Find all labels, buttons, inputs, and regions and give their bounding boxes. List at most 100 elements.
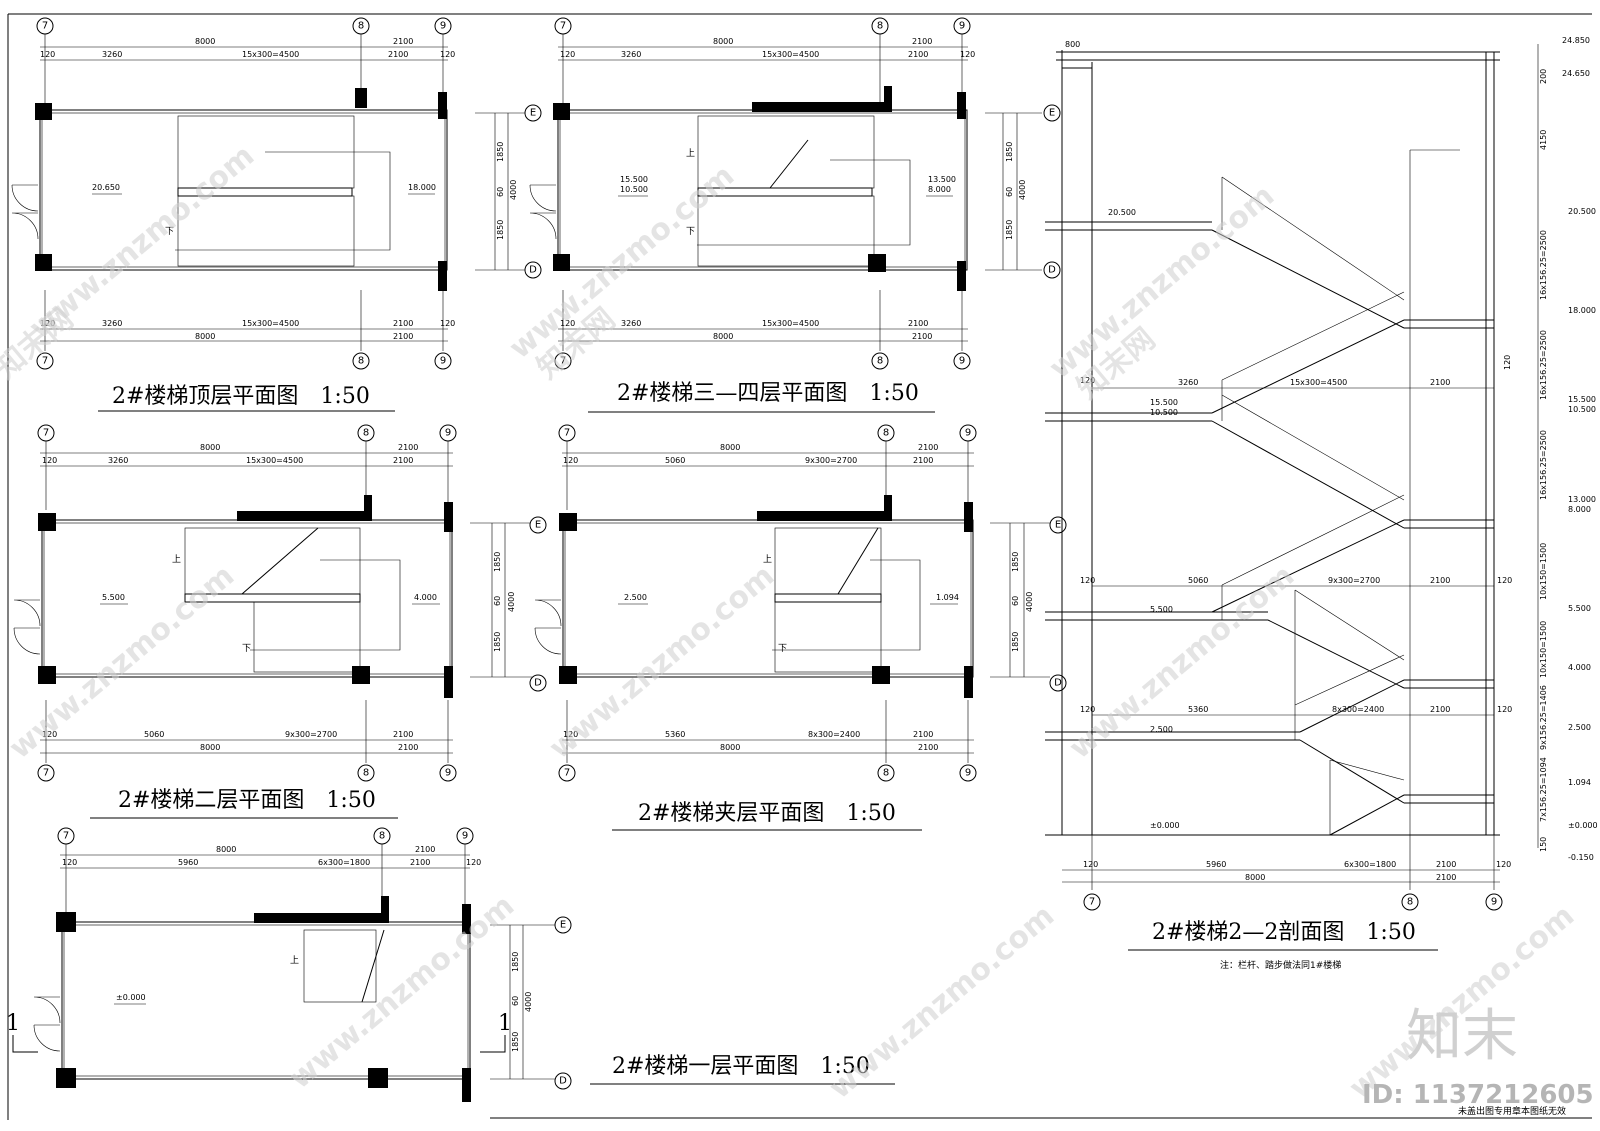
svg-text:7: 7 [42,356,48,367]
svg-text:E: E [1055,520,1061,531]
svg-text:120: 120 [1080,705,1095,714]
svg-text:±0.000: ±0.000 [116,993,146,1002]
svg-text:8000: 8000 [713,332,733,341]
svg-text:2100: 2100 [1430,576,1450,585]
svg-text:7: 7 [564,768,570,779]
svg-text:10.500: 10.500 [1568,405,1596,414]
svg-text:7x156.25=1094: 7x156.25=1094 [1539,757,1548,822]
svg-text:15x300=4500: 15x300=4500 [1290,378,1347,387]
svg-text:120: 120 [40,319,55,328]
svg-text:8000: 8000 [200,743,220,752]
svg-text:8: 8 [1407,897,1413,908]
svg-text:200: 200 [1539,69,1548,84]
svg-text:上: 上 [290,955,299,966]
svg-text:7: 7 [1089,897,1095,908]
plan-first-floor: 7 8 9 8000 2100 120 5960 6x300=1800 2100… [6,827,895,1102]
svg-text:20.500: 20.500 [1108,208,1136,217]
svg-text:D: D [529,265,537,276]
svg-text:4000: 4000 [1025,592,1034,612]
svg-text:上: 上 [686,148,695,159]
svg-text:4150: 4150 [1539,130,1548,150]
svg-text:1850: 1850 [493,632,502,652]
stair-flight [303,929,385,1003]
svg-text:4000: 4000 [524,992,533,1012]
svg-text:1: 1 [6,1011,20,1036]
svg-text:1850: 1850 [493,552,502,572]
svg-text:7: 7 [43,428,49,439]
svg-text:120: 120 [1497,576,1512,585]
axis-9-top: 9 [434,17,452,35]
svg-text:16x156.25=2500: 16x156.25=2500 [1539,430,1548,500]
svg-text:120: 120 [440,319,455,328]
svg-text:2100: 2100 [908,319,928,328]
svg-text:8: 8 [379,831,385,842]
stair-flight [774,527,882,673]
svg-text:下: 下 [242,644,251,654]
svg-text:2100: 2100 [913,730,933,739]
svg-text:5060: 5060 [144,730,164,739]
svg-text:9: 9 [440,356,446,367]
svg-text:9: 9 [445,768,451,779]
svg-text:9: 9 [445,428,451,439]
svg-text:3260: 3260 [108,456,128,465]
svg-text:2100: 2100 [393,332,413,341]
svg-text:1: 1 [498,1011,512,1036]
svg-text:1850: 1850 [511,1032,520,1052]
svg-text:3260: 3260 [621,319,641,328]
plan-second-floor: 7 8 9 8000 2100 120 3260 15x300=4500 210… [13,424,547,819]
svg-text:7: 7 [43,768,49,779]
watermark: www.znzmo.com www.znzmo.com www.znzmo.co… [0,138,1594,1117]
svg-text:120: 120 [440,50,455,59]
svg-text:6x300=1800: 6x300=1800 [318,858,370,867]
svg-text:5360: 5360 [1188,705,1208,714]
section-2-2: 800 20.500 15.500 10.500 5.500 2.500 ±0.… [1045,36,1598,971]
svg-text:120: 120 [1080,376,1095,385]
svg-text:3260: 3260 [102,50,122,59]
svg-text:15x300=4500: 15x300=4500 [242,319,299,328]
svg-text:8000: 8000 [200,443,220,452]
svg-text:120: 120 [563,456,578,465]
svg-text:10x150=1500: 10x150=1500 [1539,621,1548,678]
svg-text:20.500: 20.500 [1568,207,1596,216]
svg-text:24.850: 24.850 [1562,36,1590,45]
svg-text:2100: 2100 [393,319,413,328]
svg-text:18.000: 18.000 [408,183,436,192]
svg-text:1850: 1850 [1011,632,1020,652]
svg-text:16x156.25=2500: 16x156.25=2500 [1539,330,1548,400]
svg-text:8: 8 [877,21,883,32]
svg-text:5960: 5960 [1206,860,1226,869]
axis-8-top: 8 [352,17,370,35]
svg-text:15.500: 15.500 [620,175,648,184]
svg-text:60: 60 [1005,187,1014,197]
svg-text:1.094: 1.094 [936,593,959,602]
svg-text:15x300=4500: 15x300=4500 [762,319,819,328]
svg-text:4.000: 4.000 [1568,663,1591,672]
svg-text:8000: 8000 [195,332,215,341]
svg-text:8000: 8000 [216,845,236,854]
image-id: ID: 1137212605 [1362,1080,1594,1110]
svg-text:60: 60 [511,996,520,1006]
svg-text:4000: 4000 [509,180,518,200]
title-second-floor: 2#楼梯二层平面图 1:50 [118,788,376,813]
svg-text:3260: 3260 [621,50,641,59]
svg-text:7: 7 [560,356,566,367]
svg-text:上: 上 [763,554,772,565]
svg-text:8000: 8000 [720,743,740,752]
svg-text:4.000: 4.000 [414,593,437,602]
svg-text:1850: 1850 [1005,220,1014,240]
svg-text:4000: 4000 [1018,180,1027,200]
svg-text:www.znzmo.com: www.znzmo.com [543,558,781,766]
svg-text:15x300=4500: 15x300=4500 [246,456,303,465]
svg-text:8000: 8000 [720,443,740,452]
svg-text:1850: 1850 [1011,552,1020,572]
svg-text:下: 下 [686,227,695,237]
svg-text:7: 7 [560,21,566,32]
svg-text:9x300=2700: 9x300=2700 [805,456,857,465]
svg-text:9x156.25=1406: 9x156.25=1406 [1539,685,1548,750]
title-first-floor: 2#楼梯一层平面图 1:50 [612,1054,870,1079]
axis-7-top: 7 [36,17,54,35]
svg-text:2100: 2100 [918,743,938,752]
svg-text:2100: 2100 [1430,705,1450,714]
svg-text:120: 120 [466,858,481,867]
